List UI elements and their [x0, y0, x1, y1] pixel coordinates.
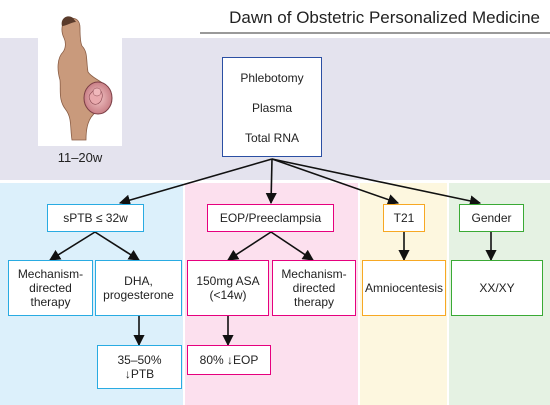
- xx-xy-box: XX/XY: [451, 260, 543, 316]
- sptb-dha-progesterone-box: DHA, progesterone: [95, 260, 182, 316]
- box-line: 35–50%: [117, 353, 162, 367]
- sptb-outcome-box: 35–50% ↓PTB: [97, 345, 182, 389]
- flow-step-plasma: Plasma: [251, 101, 292, 115]
- eop-box: EOP/Preeclampsia: [207, 204, 334, 232]
- sptb-box: sPTB ≤ 32w: [47, 204, 144, 232]
- gestational-age-label: 11–20w: [57, 150, 103, 165]
- pregnant-woman-illustration: [38, 6, 122, 146]
- box-line: therapy: [30, 295, 71, 309]
- t21-box: T21: [383, 204, 425, 232]
- sptb-mechanism-therapy-box: Mechanism- directed therapy: [8, 260, 93, 316]
- eop-mechanism-therapy-box: Mechanism- directed therapy: [272, 260, 356, 316]
- amniocentesis-box: Amniocentesis: [362, 260, 446, 316]
- box-line: ↓PTB: [124, 367, 155, 381]
- box-line: 150mg ASA: [196, 274, 260, 288]
- box-line: directed: [292, 281, 336, 295]
- box-line: progesterone: [103, 288, 174, 302]
- box-line: Mechanism-: [17, 267, 84, 281]
- box-line: DHA,: [124, 274, 153, 288]
- gender-box: Gender: [459, 204, 524, 232]
- flow-step-phlebotomy: Phlebotomy: [240, 71, 304, 85]
- eop-outcome-box: 80% ↓EOP: [187, 345, 271, 375]
- box-line: directed: [29, 281, 72, 295]
- box-line: Mechanism-: [281, 267, 347, 281]
- flow-step-total-rna: Total RNA: [244, 131, 300, 145]
- branch-arrows: [49, 158, 497, 347]
- eop-asa-box: 150mg ASA (<14w): [187, 260, 269, 316]
- box-line: therapy: [293, 295, 335, 309]
- box-line: (<14w): [209, 288, 247, 302]
- diagram-title: Dawn of Obstetric Personalized Medicine: [229, 8, 540, 27]
- sample-flow-box: Phlebotomy Plasma Total RNA: [222, 57, 322, 157]
